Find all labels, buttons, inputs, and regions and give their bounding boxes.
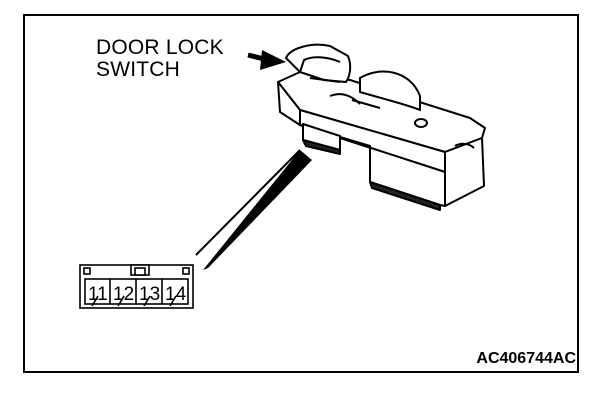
- pin-label: 11: [88, 284, 108, 305]
- figure-id: AC406744AC: [476, 350, 576, 367]
- pin-label: 13: [139, 284, 160, 305]
- pin-label: 12: [113, 284, 134, 305]
- callout-line-2: SWITCH: [96, 58, 181, 81]
- callout-arrow: [247, 50, 286, 70]
- callout-line-1: DOOR LOCK: [96, 36, 224, 59]
- connector-face: [79, 264, 194, 309]
- door-lock-switch-label: DOOR LOCK SWITCH: [96, 37, 224, 81]
- connector-pin-labels: 11 12 13 14: [88, 284, 187, 305]
- pin-label: 14: [165, 284, 187, 305]
- projection-wedge: [195, 149, 312, 270]
- switch-housing: [277, 43, 486, 211]
